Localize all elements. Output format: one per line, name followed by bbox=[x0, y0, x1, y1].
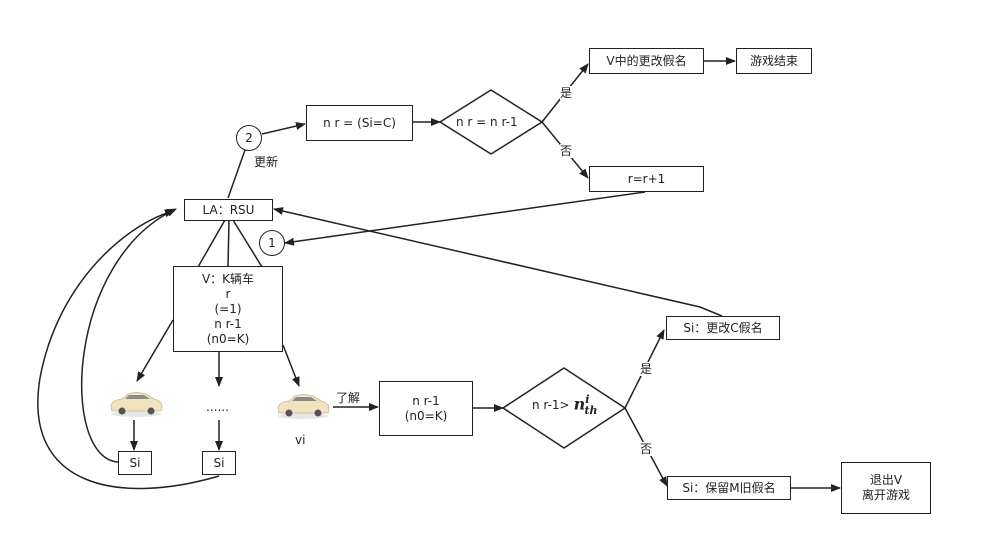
decision-1-yes-label: 是 bbox=[560, 86, 573, 100]
car-icon bbox=[277, 394, 330, 419]
edge-la-fan-mid bbox=[227, 219, 230, 268]
step-2-marker: 2 bbox=[236, 125, 262, 151]
edge-v-to-car-vi bbox=[282, 344, 300, 387]
decision-2-no-label: 否 bbox=[640, 442, 653, 456]
decision-2-diamond bbox=[501, 367, 627, 449]
decision-2-yes-label: 是 bbox=[640, 362, 653, 376]
threshold-sub: th bbox=[584, 403, 598, 417]
step-1-marker: 1 bbox=[259, 230, 285, 256]
exit-box: 退出V 离开游戏 bbox=[841, 462, 931, 514]
v-change-pseudonym-box: V中的更改假名 bbox=[589, 48, 704, 74]
decision-2-label: n r-1> nith bbox=[532, 393, 598, 417]
step-2-label: 2 bbox=[245, 131, 253, 145]
update-label: 更新 bbox=[254, 155, 279, 169]
v-group-line-2: r bbox=[225, 286, 231, 301]
si-left-label: Si bbox=[129, 455, 141, 470]
learn-label: 了解 bbox=[336, 391, 361, 405]
edge-rinc-to-step1 bbox=[284, 191, 646, 246]
exit-line-1: 退出V bbox=[869, 473, 903, 487]
vehicle-vi-label: vi bbox=[295, 433, 306, 447]
edge-la-fan-right bbox=[232, 219, 263, 268]
v-group-line-5: (n0=K) bbox=[206, 331, 250, 346]
edge-step2-to-nr bbox=[261, 122, 306, 135]
r-increment-box: r=r+1 bbox=[589, 166, 704, 192]
si-mid-label: Si bbox=[213, 455, 225, 470]
si-keep-label: Si：保留M旧假名 bbox=[682, 480, 776, 495]
game-end-label: 游戏结束 bbox=[749, 53, 798, 68]
edge-si-mid-to-la bbox=[37, 209, 220, 490]
v-group-line-1: V：K辆车 bbox=[201, 271, 255, 286]
v-group-box: V：K辆车 r (=1) n r-1 (n0=K) bbox=[173, 266, 283, 352]
nr1-box: n r-1 (n0=K) bbox=[379, 381, 473, 436]
decision-1-label: n r = n r-1 bbox=[456, 115, 518, 129]
vehicles-ellipsis: ...... bbox=[206, 400, 229, 414]
exit-line-2: 离开游戏 bbox=[861, 488, 910, 502]
v-group-line-4: n r-1 bbox=[214, 316, 242, 331]
nr-assign-label: n r = (Si=C) bbox=[323, 115, 396, 130]
si-keep-box: Si：保留M旧假名 bbox=[667, 476, 791, 500]
threshold-base: n bbox=[573, 394, 586, 414]
v-change-pseudonym-label: V中的更改假名 bbox=[606, 53, 687, 68]
decision-1-diamond bbox=[438, 89, 544, 155]
car-icon bbox=[110, 392, 163, 417]
edge-la-fan-left bbox=[197, 219, 226, 268]
decision-1-no-label: 否 bbox=[560, 144, 573, 158]
edge-la-to-step2 bbox=[227, 149, 246, 199]
edge-si-left-to-la bbox=[80, 208, 177, 463]
decision-2-prefix: n r-1> bbox=[532, 397, 570, 412]
si-change-box: Si：更改C假名 bbox=[666, 316, 780, 340]
game-end-box: 游戏结束 bbox=[736, 48, 812, 74]
step-1-label: 1 bbox=[268, 236, 276, 250]
si-mid-box: Si bbox=[202, 451, 236, 475]
nr1-line-1: n r-1 bbox=[412, 393, 440, 408]
r-increment-label: r=r+1 bbox=[627, 171, 666, 186]
nr-assign-box: n r = (Si=C) bbox=[306, 105, 413, 141]
si-change-label: Si：更改C假名 bbox=[683, 320, 763, 335]
threshold-symbol: nith bbox=[574, 393, 598, 417]
nr1-line-2: (n0=K) bbox=[404, 408, 448, 423]
si-left-box: Si bbox=[118, 451, 152, 475]
v-group-line-3: (=1) bbox=[214, 301, 242, 316]
edge-si-change-to-la bbox=[273, 207, 723, 317]
threshold-sup: i bbox=[585, 393, 590, 406]
la-rsu-label: LA：RSU bbox=[202, 202, 255, 217]
edge-v-to-car-left bbox=[136, 319, 174, 382]
la-rsu-box: LA：RSU bbox=[184, 199, 273, 221]
